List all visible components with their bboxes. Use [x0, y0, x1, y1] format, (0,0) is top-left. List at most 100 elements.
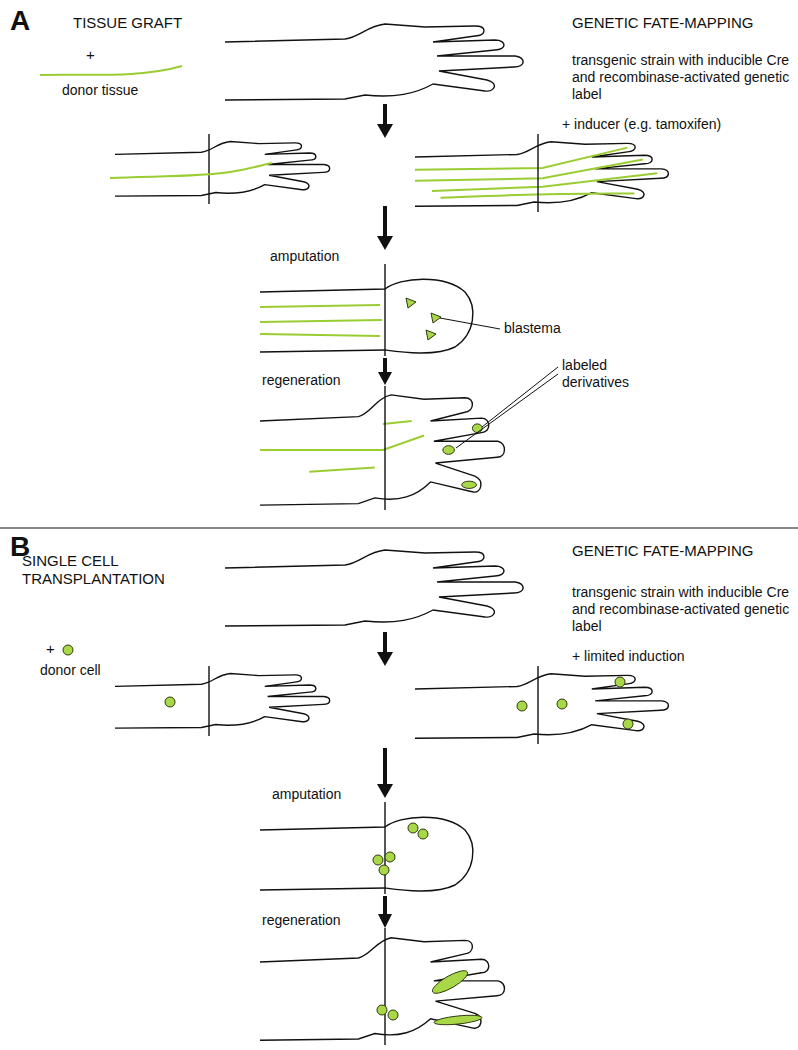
- gdot: [623, 719, 633, 729]
- step-label: amputation: [272, 786, 341, 803]
- hand-outline: [415, 142, 668, 207]
- part-label: donor cell: [40, 662, 101, 679]
- step-label: regeneration: [262, 372, 341, 389]
- hand-outline: [115, 141, 330, 196]
- gdot: [472, 424, 482, 433]
- gline: [432, 173, 657, 191]
- leader: [482, 367, 558, 427]
- gdot: [418, 829, 428, 839]
- cut: [384, 928, 385, 1045]
- gdot: [434, 1014, 483, 1027]
- panel-letter: A: [10, 4, 30, 38]
- arrow-head: [377, 236, 393, 250]
- part-label: labeled derivatives: [562, 357, 644, 391]
- hand-outline: [115, 673, 330, 728]
- hand-outline: [260, 395, 504, 505]
- down-arrow: [377, 632, 393, 666]
- step-label: amputation: [270, 248, 339, 265]
- down-arrow: [377, 104, 393, 138]
- gline: [40, 66, 182, 75]
- arrow-head: [377, 652, 393, 666]
- part-label: blastema: [504, 320, 561, 337]
- arrow-shaft: [383, 748, 387, 786]
- down-arrow: [378, 896, 392, 928]
- gline: [415, 160, 643, 181]
- gdot: [615, 677, 625, 687]
- method-note: transgenic strain with inducible Cre and…: [572, 584, 790, 634]
- gdot: [443, 446, 454, 455]
- leader: [456, 374, 558, 448]
- down-arrow: [377, 748, 393, 798]
- arrow-head: [377, 784, 393, 798]
- gdot: [377, 1005, 387, 1015]
- gline: [383, 421, 412, 424]
- cut: [208, 134, 209, 204]
- gdot: [385, 852, 395, 862]
- gdot: [426, 330, 436, 340]
- divider: [0, 527, 798, 528]
- grafted-limb: [115, 141, 330, 196]
- gdot: [430, 967, 471, 997]
- hand-outline: [225, 24, 523, 100]
- cut: [537, 134, 538, 212]
- arrow-head: [377, 124, 393, 138]
- regenerated-limb: [260, 938, 504, 1041]
- cut: [537, 666, 538, 744]
- gline: [260, 334, 380, 336]
- method-note: transgenic strain with inducible Cre and…: [572, 52, 790, 102]
- gline: [260, 320, 382, 322]
- gline: [415, 148, 628, 170]
- gdot: [408, 823, 418, 833]
- transplanted-limb: [115, 673, 330, 728]
- gdot: [165, 697, 175, 707]
- plus-sign: +: [86, 46, 95, 64]
- cut: [384, 386, 385, 510]
- panel-heading: GENETIC FATE-MAPPING: [572, 14, 753, 32]
- gline: [260, 436, 424, 451]
- gdot: [462, 481, 477, 488]
- cut: [208, 666, 209, 736]
- stump-outline: [260, 279, 473, 353]
- part-label: donor tissue: [62, 82, 138, 99]
- gdot: [373, 855, 383, 865]
- leader: [440, 318, 500, 329]
- arrow-head: [378, 372, 392, 385]
- hand-outline: [415, 674, 668, 739]
- panel-heading: TISSUE GRAFT: [73, 14, 182, 32]
- method-note: + inducer (e.g. tamoxifen): [562, 116, 721, 133]
- cut: [384, 264, 385, 356]
- gline: [309, 467, 375, 471]
- gdot: [63, 645, 73, 655]
- gdot: [388, 1010, 398, 1020]
- arrow-shaft: [383, 896, 387, 916]
- gdot: [557, 699, 567, 709]
- method-note: + limited induction: [572, 648, 684, 665]
- hand-outline: [225, 550, 523, 626]
- gdot: [379, 865, 389, 875]
- regenerated-limb: [260, 395, 504, 505]
- sparse-labeled-limb: [415, 674, 668, 739]
- arrow-shaft: [383, 358, 387, 374]
- stump: [260, 279, 473, 353]
- stump: [260, 817, 473, 891]
- gline: [110, 163, 272, 178]
- gdot: [431, 313, 441, 323]
- panel-heading: GENETIC FATE-MAPPING: [572, 542, 753, 560]
- arrow-shaft: [383, 632, 387, 654]
- gdot: [517, 701, 527, 711]
- down-arrow: [377, 206, 393, 250]
- step-label: regeneration: [262, 912, 341, 929]
- panel-heading: SINGLE CELL TRANSPLANTATION: [22, 552, 172, 588]
- gdot: [406, 298, 416, 308]
- stump-outline: [260, 817, 473, 891]
- cut: [384, 802, 385, 894]
- gline: [260, 305, 380, 307]
- plus-sign: +: [46, 640, 55, 658]
- hand-outline: [260, 938, 504, 1041]
- down-arrow: [378, 358, 392, 385]
- fate-mapped-limb: [415, 142, 668, 207]
- arrow-shaft: [383, 206, 387, 238]
- arrow-shaft: [383, 104, 387, 126]
- arrow-head: [378, 914, 392, 928]
